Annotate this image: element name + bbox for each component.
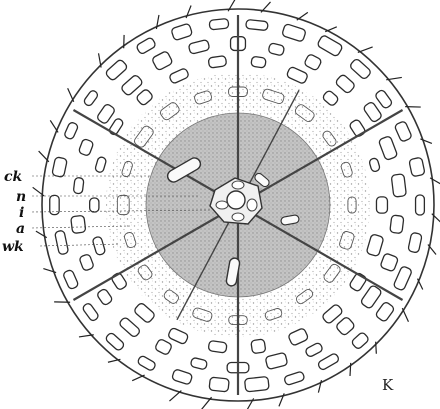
lattice-pore xyxy=(378,136,398,161)
lattice-pore xyxy=(137,355,157,372)
lattice-pore xyxy=(369,157,381,172)
lattice-pore xyxy=(360,285,382,310)
label-i: i xyxy=(19,205,24,221)
lattice-pore xyxy=(55,230,69,255)
lattice-pore xyxy=(92,236,106,256)
lattice-pore xyxy=(349,58,372,80)
rim-thorn xyxy=(417,279,422,290)
lattice-pore xyxy=(305,342,324,358)
rim-thorn xyxy=(430,178,440,185)
lattice-pore xyxy=(73,177,84,194)
lattice-pore xyxy=(304,53,323,71)
lattice-pore xyxy=(268,43,285,56)
lattice-pore xyxy=(335,316,355,336)
lattice-pore xyxy=(151,51,173,71)
lattice-pore xyxy=(251,339,266,354)
lattice-pore xyxy=(71,215,86,233)
rim-thorn xyxy=(36,231,47,237)
lattice-pore xyxy=(393,266,413,291)
lattice-pore xyxy=(322,90,340,107)
lattice-pore xyxy=(366,234,384,257)
lattice-pore xyxy=(409,157,425,177)
rim-thorn xyxy=(297,12,308,20)
rim-thorn xyxy=(50,120,58,132)
lattice-pore xyxy=(136,88,154,106)
lattice-pore xyxy=(62,269,79,290)
lattice-pore xyxy=(136,37,157,55)
lattice-pore xyxy=(64,121,79,140)
rim-thorn xyxy=(420,139,431,143)
lattice-pore xyxy=(105,332,125,352)
lattice-pore xyxy=(376,197,387,213)
lattice-pore xyxy=(83,89,99,107)
rim-thorn xyxy=(68,88,74,102)
lattice-pore xyxy=(209,18,229,29)
leader-wk xyxy=(40,244,120,246)
lattice-pore xyxy=(317,353,340,371)
lattice-pore xyxy=(251,56,266,68)
rim-thorn xyxy=(402,308,408,322)
lattice-pore xyxy=(78,138,94,156)
lattice-pore xyxy=(79,254,94,272)
lattice-pore xyxy=(90,198,99,212)
lattice-pore xyxy=(375,301,395,322)
lattice-pore xyxy=(82,302,100,322)
lattice-pore xyxy=(394,121,412,143)
lattice-pore xyxy=(96,103,116,124)
lattice-pore xyxy=(282,23,307,42)
lattice-pore xyxy=(416,195,425,215)
lattice-pore xyxy=(95,156,107,173)
lattice-pore xyxy=(284,371,305,386)
lattice-pore xyxy=(380,253,399,272)
lattice-pore xyxy=(363,101,383,123)
lattice-pore xyxy=(52,157,68,178)
artist-monogram: K xyxy=(382,376,394,394)
lattice-pore xyxy=(171,23,193,41)
lattice-pore xyxy=(244,376,269,391)
lattice-pore xyxy=(374,89,393,109)
lattice-pore xyxy=(408,232,422,253)
lattice-pore xyxy=(246,19,268,30)
rim-thorn xyxy=(358,47,373,52)
lattice-pore xyxy=(190,357,207,370)
lattice-pore xyxy=(105,59,128,82)
lattice-pore xyxy=(108,117,124,136)
lattice-pore xyxy=(209,377,229,392)
lattice-pore xyxy=(118,316,141,338)
rim-thorn xyxy=(186,5,191,18)
lattice-pore xyxy=(351,331,370,349)
lattice-pore xyxy=(188,39,210,54)
label-wk: wk xyxy=(2,239,24,255)
lattice-pore xyxy=(286,66,308,84)
label-ck: ck xyxy=(4,169,23,185)
lattice-pore xyxy=(167,327,189,345)
rim-thorn xyxy=(325,27,337,32)
rim-thorn xyxy=(350,363,351,376)
lattice-pore xyxy=(265,352,288,369)
lattice-pore xyxy=(288,328,309,347)
lattice-pore xyxy=(208,340,227,353)
lattice-pore xyxy=(390,215,404,234)
label-n: n xyxy=(16,189,26,205)
rim-thorn xyxy=(43,269,56,273)
lattice-pore xyxy=(391,174,406,197)
lattice-pore xyxy=(169,68,190,85)
rim-thorn xyxy=(132,375,144,381)
lattice-pore xyxy=(96,288,113,306)
lattice-pore xyxy=(172,369,193,385)
rim-thorn xyxy=(318,380,321,393)
rim-thorn xyxy=(376,342,377,354)
rim-thorn xyxy=(169,391,181,402)
lattice-pore xyxy=(335,74,356,95)
label-a: a xyxy=(16,221,25,237)
lattice-pore xyxy=(154,338,172,355)
lattice-pore xyxy=(208,56,227,69)
